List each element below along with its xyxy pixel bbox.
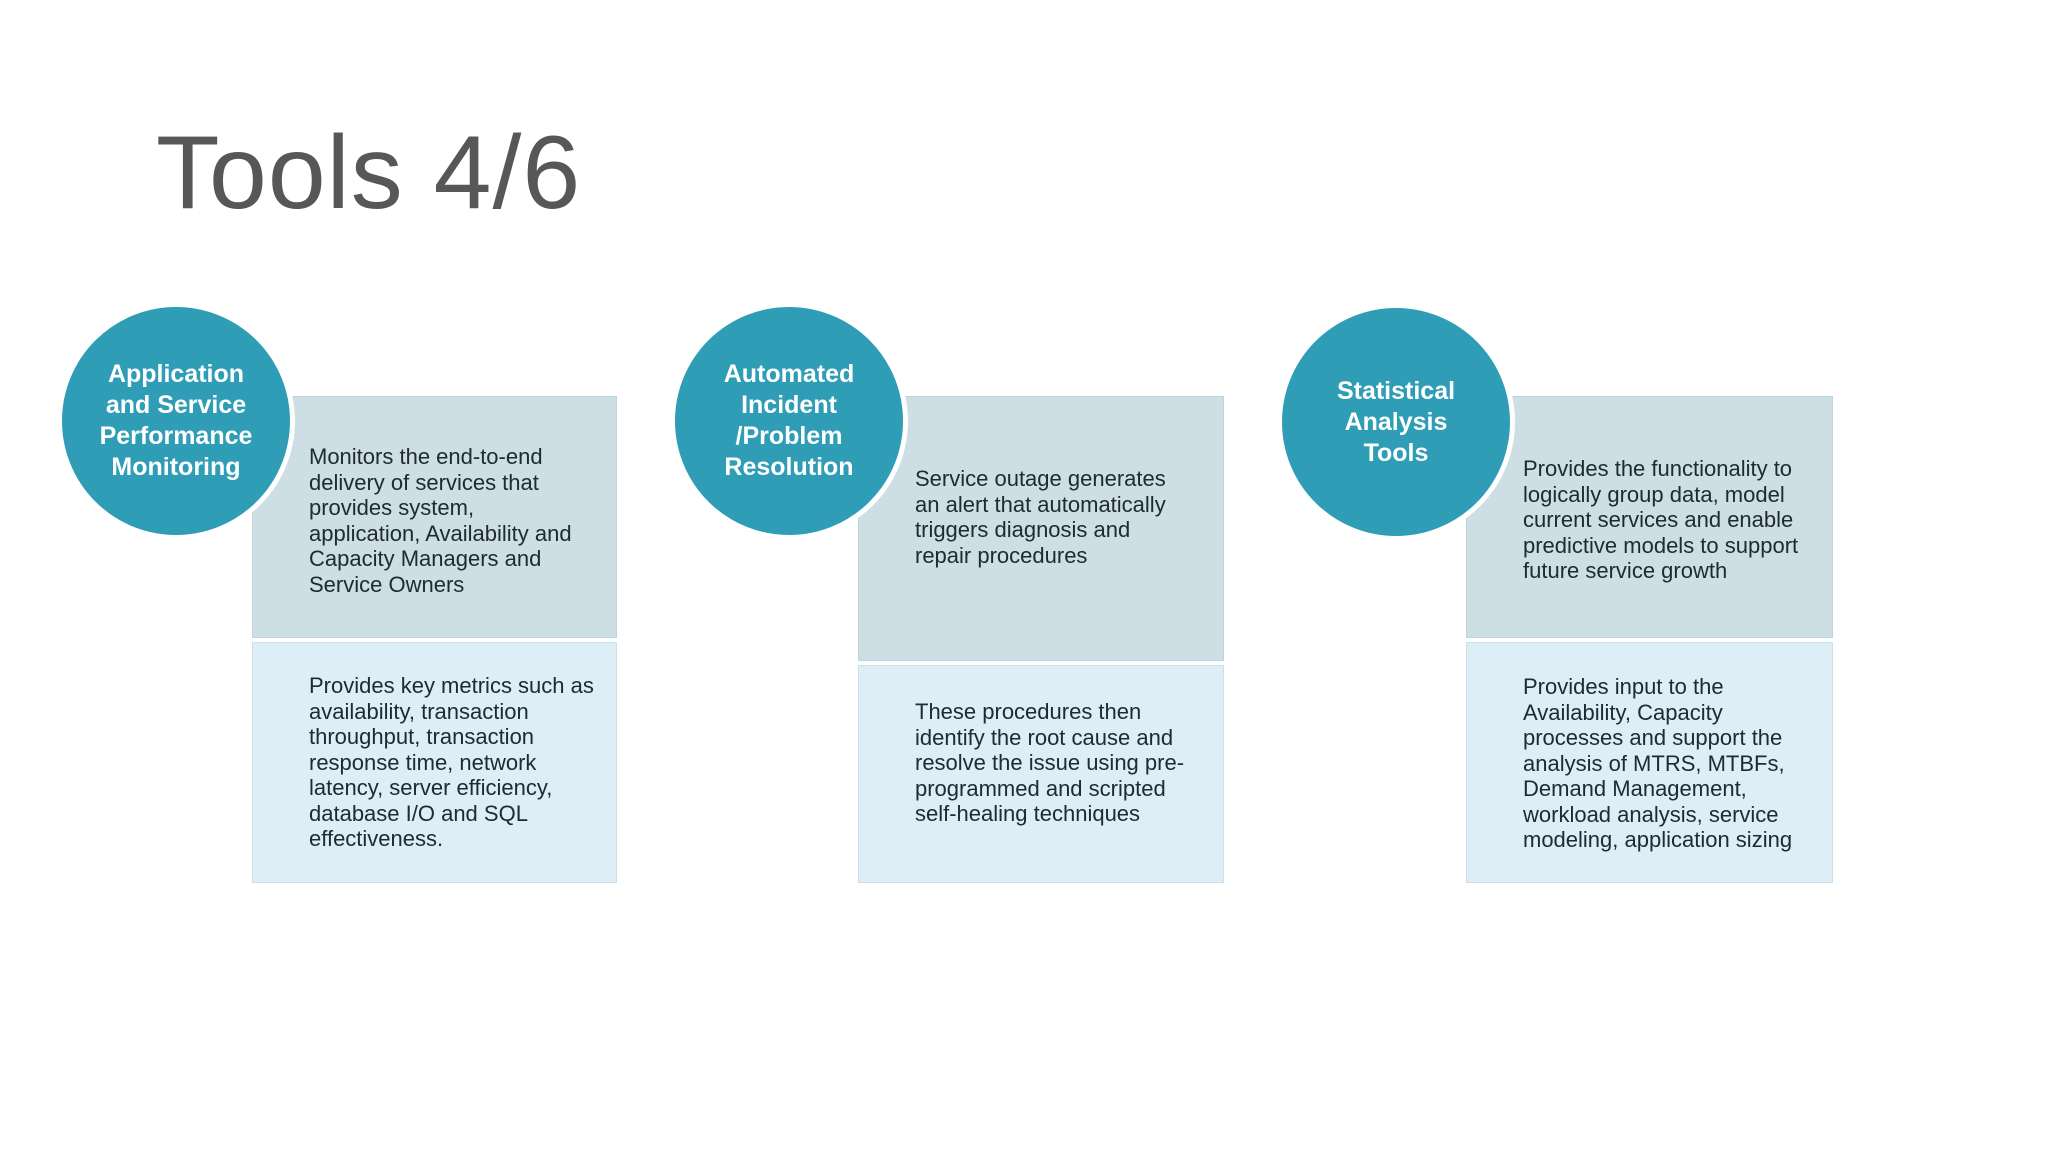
tool-description-text: Service outage generates an alert that a… [915,466,1166,568]
tool-description-box-top: Provides the functionality to logically … [1466,396,1833,638]
tool-description-box-top: Monitors the end-to-end delivery of serv… [252,396,617,638]
tool-description-box-bottom: Provides key metrics such as availabilit… [252,642,617,883]
tool-circle-badge: Application and Service Performance Moni… [57,302,295,540]
tool-description-text: These procedures then identify the root … [915,699,1185,826]
tool-description-text: Provides key metrics such as availabilit… [309,673,594,851]
tool-description-box-top: Service outage generates an alert that a… [858,396,1224,661]
tool-circle-label: Automated Incident /Problem Resolution [723,360,855,481]
tool-circle-label: Application and Service Performance Moni… [99,360,253,481]
tool-description-text: Provides input to the Availability, Capa… [1523,674,1793,852]
slide-title: Tools 4/6 [156,115,582,231]
tool-description-box-bottom: These procedures then identify the root … [858,665,1224,883]
tool-description-text: Provides the functionality to logically … [1523,456,1799,583]
tool-circle-label: Statistical Analysis Tools [1336,376,1456,467]
tool-circle-badge: Automated Incident /Problem Resolution [670,302,908,540]
tool-description-text: Monitors the end-to-end delivery of serv… [309,444,572,597]
tool-circle-badge: Statistical Analysis Tools [1277,303,1515,541]
tool-description-box-bottom: Provides input to the Availability, Capa… [1466,642,1833,883]
